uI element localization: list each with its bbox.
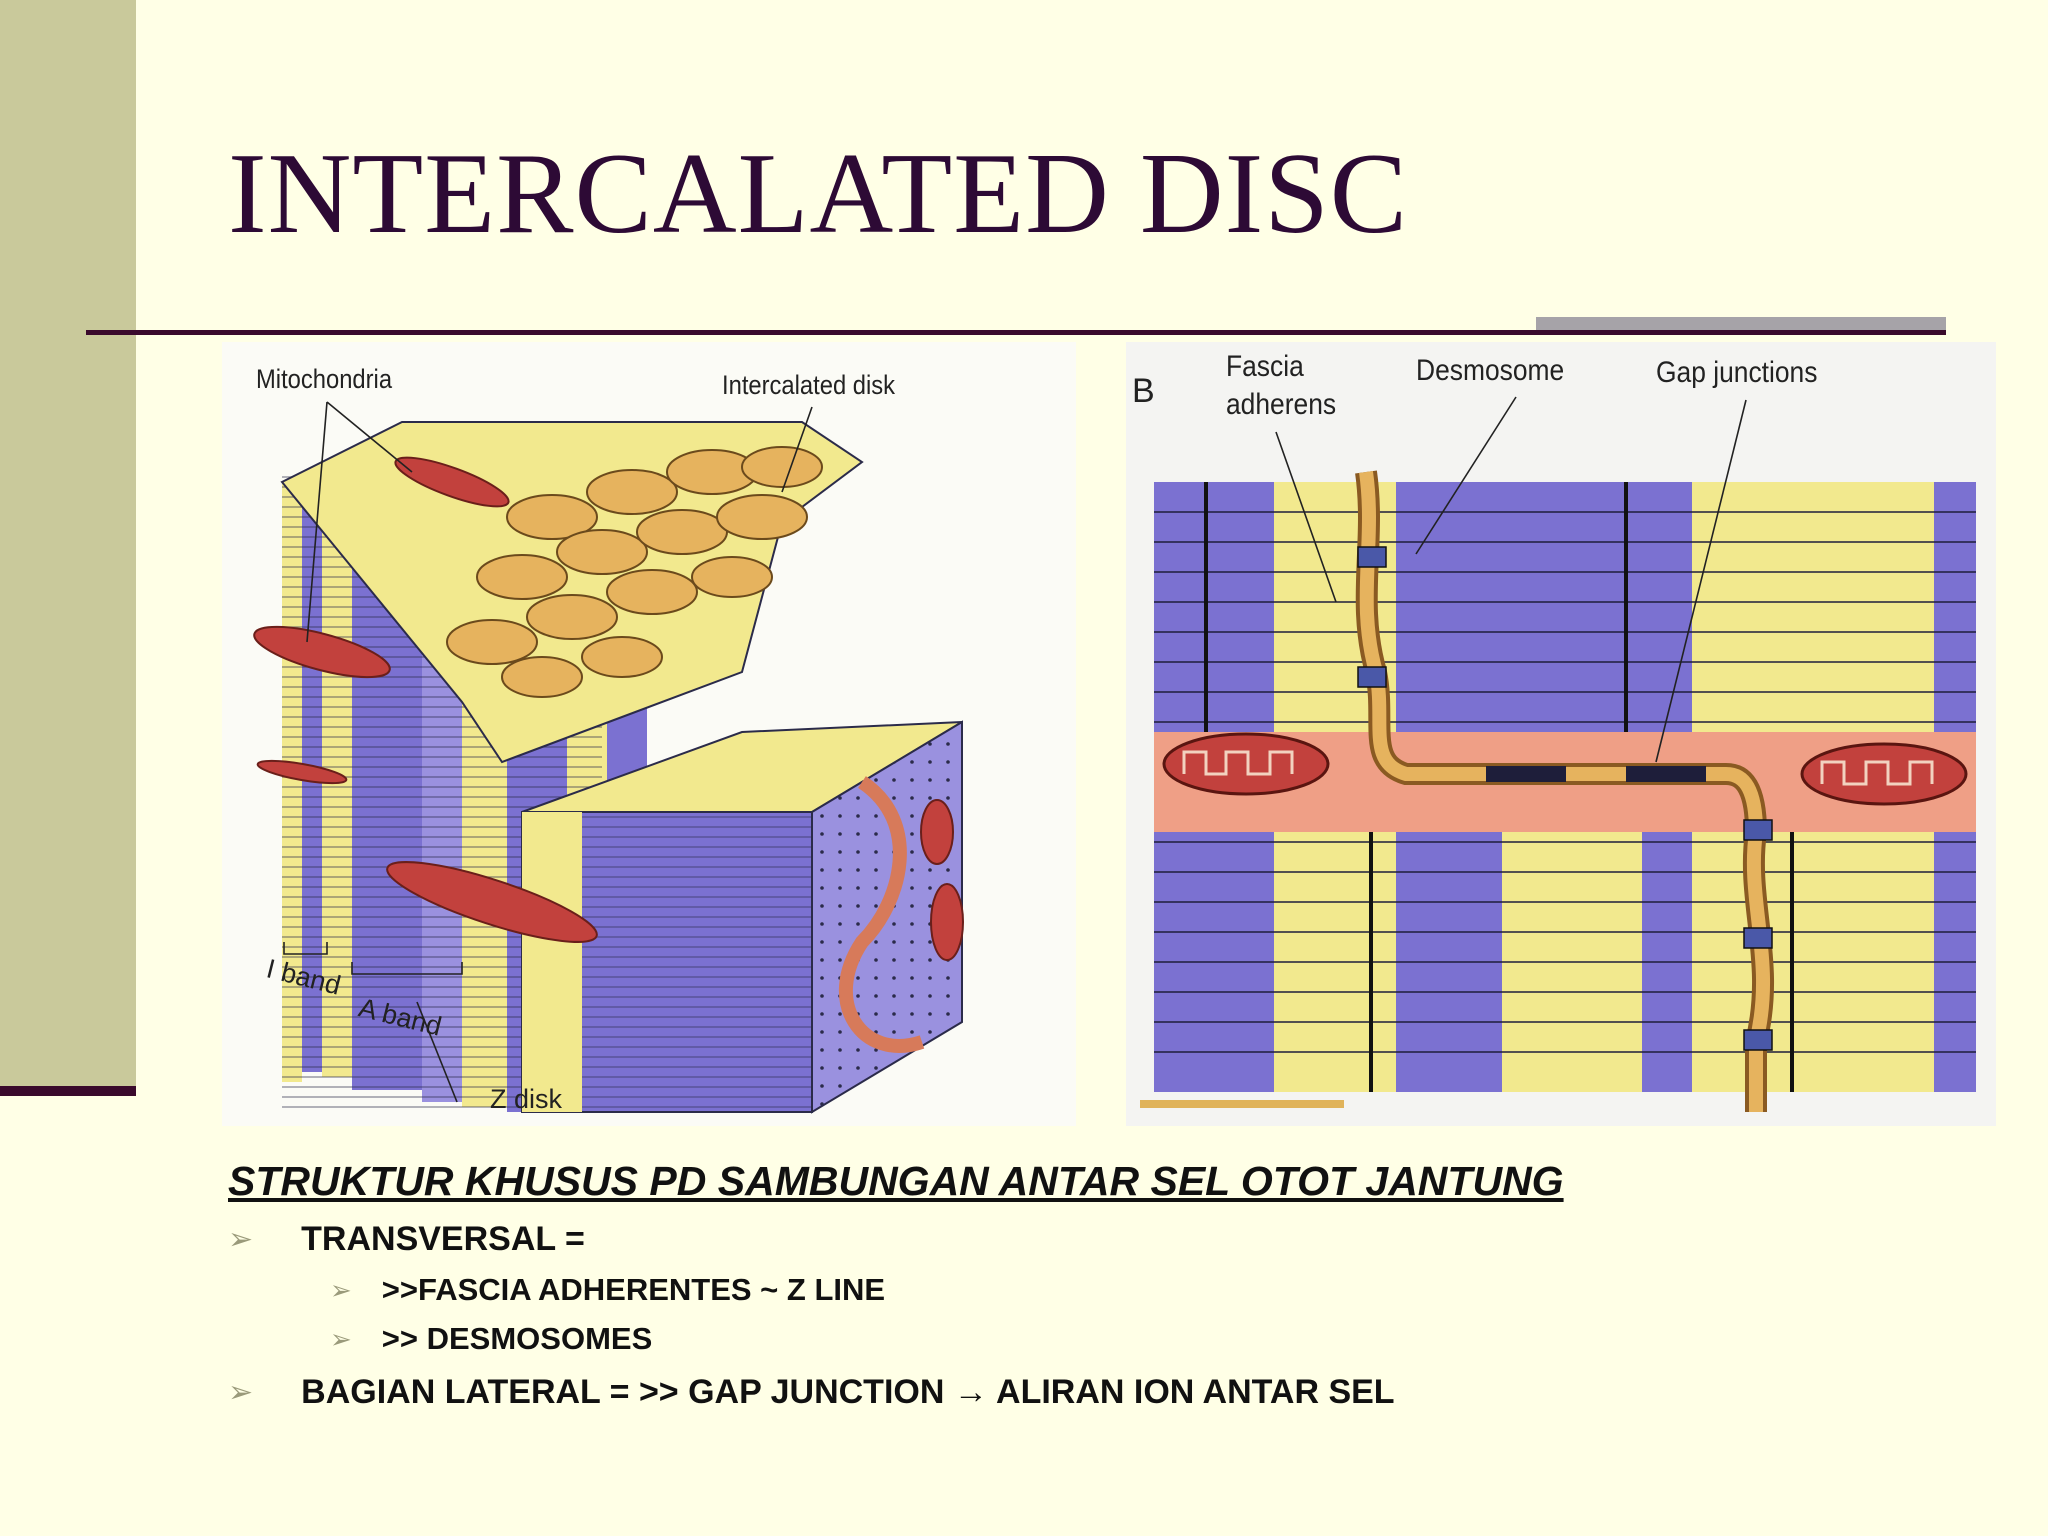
mitochondria-shapes	[253, 456, 964, 961]
label-panel-b: B	[1132, 372, 1155, 410]
figure-b-illustration	[1140, 396, 1976, 1112]
label-z-disk: Z disk	[490, 1084, 563, 1114]
label-intercalated-disk: Intercalated disk	[722, 370, 896, 400]
title-rule	[86, 330, 1946, 335]
arrow-bullet-icon: ➢	[330, 1274, 352, 1305]
figure-a-cardiac-block: Mitochondria Intercalated disk I band A …	[222, 342, 1076, 1126]
figure-b-junction-schematic: B Fascia adherens Desmosome Gap junction…	[1126, 342, 1996, 1126]
intercalated-disc-bumps	[446, 446, 823, 698]
label-desmosome: Desmosome	[1416, 354, 1565, 387]
bullet-label: TRANSVERSAL =	[301, 1220, 585, 1258]
sidebar-cap	[0, 1086, 136, 1096]
section-heading: STRUKTUR KHUSUS PD SAMBUNGAN ANTAR SEL O…	[228, 1158, 1564, 1204]
bullet-item: ➢ >> DESMOSOMES	[330, 1321, 652, 1357]
arrow-bullet-icon: ➢	[228, 1376, 254, 1409]
label-mitochondria: Mitochondria	[256, 364, 393, 394]
title-rule-accent	[1536, 317, 1946, 330]
arrow-bullet-icon: ➢	[228, 1223, 254, 1256]
arrow-bullet-icon: ➢	[330, 1323, 352, 1354]
bullet-label: BAGIAN LATERAL = >> GAP JUNCTION → ALIRA…	[301, 1373, 1395, 1411]
label-gap-junctions: Gap junctions	[1656, 356, 1818, 389]
figure-a-illustration	[253, 401, 964, 1114]
label-fascia-line1: Fascia	[1226, 350, 1304, 383]
bullet-item: ➢ BAGIAN LATERAL = >> GAP JUNCTION → ALI…	[228, 1373, 1395, 1412]
bullet-label: >> DESMOSOMES	[381, 1321, 653, 1356]
label-fascia-line2: adherens	[1226, 388, 1337, 421]
bullet-item: ➢ TRANSVERSAL =	[228, 1220, 585, 1259]
bullet-item: ➢ >>FASCIA ADHERENTES ~ Z LINE	[330, 1272, 885, 1308]
slide-sidebar	[0, 0, 136, 1088]
bullet-label: >>FASCIA ADHERENTES ~ Z LINE	[381, 1272, 886, 1307]
slide-title: INTERCALATED DISC	[228, 130, 1409, 258]
mitochondria-shapes-b	[1162, 732, 1968, 806]
